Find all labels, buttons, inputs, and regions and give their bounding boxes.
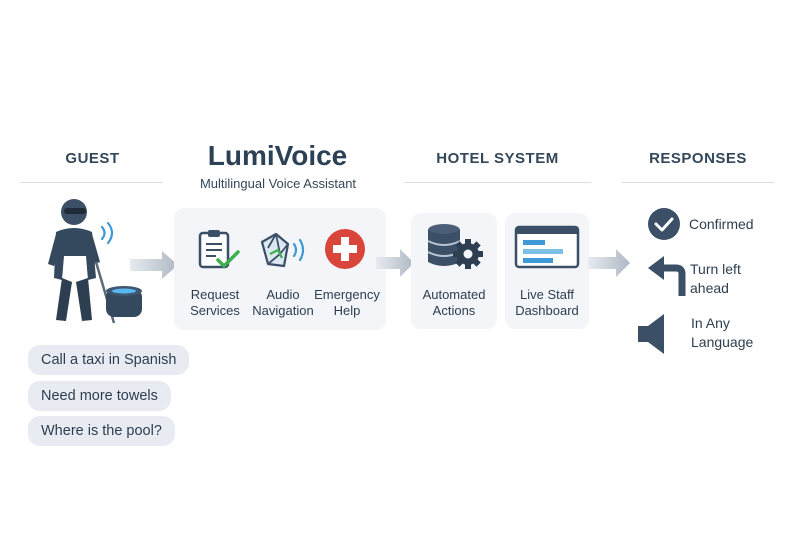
response-label-confirmed: Confirmed	[689, 216, 754, 232]
feature-label-request-services: Request Services	[190, 287, 240, 318]
hotel-label-automated-actions: Automated Actions	[422, 287, 486, 318]
voice-signal-icon	[100, 221, 114, 245]
guest-request-bubble: Need more towels	[28, 381, 171, 411]
guest-request-bubble: Call a taxi in Spanish	[28, 345, 190, 375]
guest-request-bubble: Where is the pool?	[28, 416, 175, 446]
hotel-label-live-staff-dashboard: Live Staff Dashboard	[515, 287, 579, 318]
turn-left-arrow-icon	[648, 256, 686, 296]
medical-cross-icon	[325, 229, 365, 269]
brand-title: LumiVoice	[207, 140, 348, 171]
guest-person-icon	[48, 199, 116, 324]
divider-hotel-system	[404, 182, 591, 183]
feature-label-audio-navigation: Audio Navigation	[252, 287, 314, 318]
divider-guest	[20, 182, 163, 183]
column-header-hotel-system: HOTEL SYSTEM	[436, 150, 559, 167]
check-circle-icon	[648, 208, 680, 240]
dashboard-screen-icon	[514, 225, 580, 269]
flow-arrow-2	[376, 249, 414, 277]
flow-arrow-1	[130, 251, 178, 279]
map-sound-icon	[260, 232, 305, 268]
column-header-guest: GUEST	[65, 150, 120, 167]
feature-label-emergency-help: Emergency Help	[314, 287, 380, 318]
clipboard-check-icon	[198, 230, 240, 269]
response-label-any-language: In Any Language	[691, 315, 754, 350]
database-gear-icon	[427, 224, 483, 269]
response-label-turn-left: Turn left ahead	[690, 261, 741, 296]
column-header-responses: RESPONSES	[649, 150, 747, 167]
assistant-features-panel	[174, 208, 386, 330]
brand-tagline: Multilingual Voice Assistant	[199, 176, 357, 191]
speaker-icon	[638, 314, 664, 354]
divider-responses	[622, 182, 774, 183]
flow-arrow-3	[588, 249, 630, 277]
smart-speaker-icon	[106, 286, 142, 317]
